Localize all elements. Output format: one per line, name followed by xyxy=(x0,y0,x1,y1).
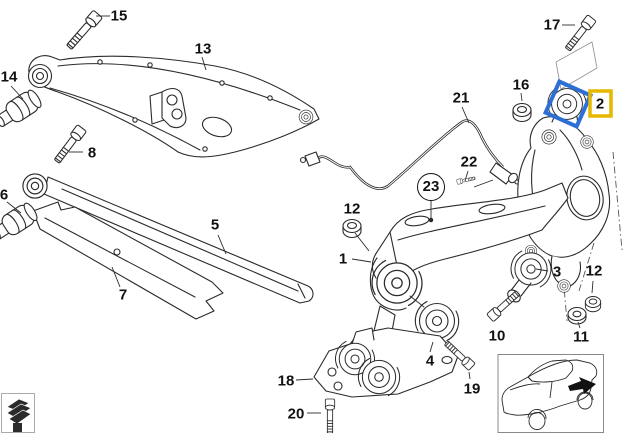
part-label-4[interactable]: 4 xyxy=(425,352,435,370)
clip-part-thumbnail[interactable] xyxy=(1,393,35,433)
part-12-nut-front[interactable] xyxy=(342,218,362,239)
part-20-bolt[interactable] xyxy=(324,398,336,433)
part-label-17[interactable]: 17 xyxy=(543,16,561,34)
part-label-7[interactable]: 7 xyxy=(118,286,128,304)
part-7-cover-plate[interactable] xyxy=(32,201,224,320)
leader-lines xyxy=(6,15,594,414)
part-5-track-rod[interactable] xyxy=(22,173,314,304)
part-label-22[interactable]: 22 xyxy=(460,153,478,171)
part-label-18[interactable]: 18 xyxy=(277,372,295,390)
part-18-bracket[interactable] xyxy=(313,327,459,398)
part-label-12-front[interactable]: 12 xyxy=(343,200,361,218)
part-21-sensor-cable[interactable] xyxy=(299,119,520,190)
part-6-bushing[interactable] xyxy=(0,199,41,246)
part-label-8[interactable]: 8 xyxy=(87,144,97,162)
part-label-12-rear[interactable]: 12 xyxy=(585,262,603,280)
part-label-2-selected[interactable]: 2 xyxy=(595,95,605,113)
part-label-10[interactable]: 10 xyxy=(488,327,506,345)
part-label-15[interactable]: 15 xyxy=(110,7,128,25)
selected-label-highlight xyxy=(588,89,613,118)
car-location-thumbnail[interactable] xyxy=(497,354,604,433)
part-label-21[interactable]: 21 xyxy=(452,89,470,107)
part-label-19[interactable]: 19 xyxy=(463,380,481,398)
rear-axle-arrow-marker xyxy=(568,377,596,394)
part-10-bolt[interactable] xyxy=(486,288,522,323)
fastener-clip-icon xyxy=(6,398,32,432)
part-16-nut[interactable] xyxy=(512,102,532,123)
part-14-bushing[interactable] xyxy=(0,86,45,133)
part-label-1[interactable]: 1 xyxy=(338,250,348,268)
part-17-bolt[interactable] xyxy=(562,14,597,54)
part-label-16[interactable]: 16 xyxy=(512,76,530,94)
part-8-bolt[interactable] xyxy=(51,124,88,166)
part-11-washer[interactable] xyxy=(567,306,587,325)
part-label-11[interactable]: 11 xyxy=(573,328,589,346)
part-label-20[interactable]: 20 xyxy=(287,405,305,423)
part-label-23[interactable]: 23 xyxy=(417,173,445,201)
part-13-upper-control-arm[interactable] xyxy=(27,55,320,158)
part-label-5[interactable]: 5 xyxy=(210,216,220,234)
part-label-13[interactable]: 13 xyxy=(194,40,212,58)
part-label-3[interactable]: 3 xyxy=(552,263,562,281)
selection-box[interactable] xyxy=(542,78,594,130)
part-12-nut-rear[interactable] xyxy=(584,296,602,313)
part-label-6[interactable]: 6 xyxy=(0,186,9,204)
part-label-14[interactable]: 14 xyxy=(0,68,18,86)
